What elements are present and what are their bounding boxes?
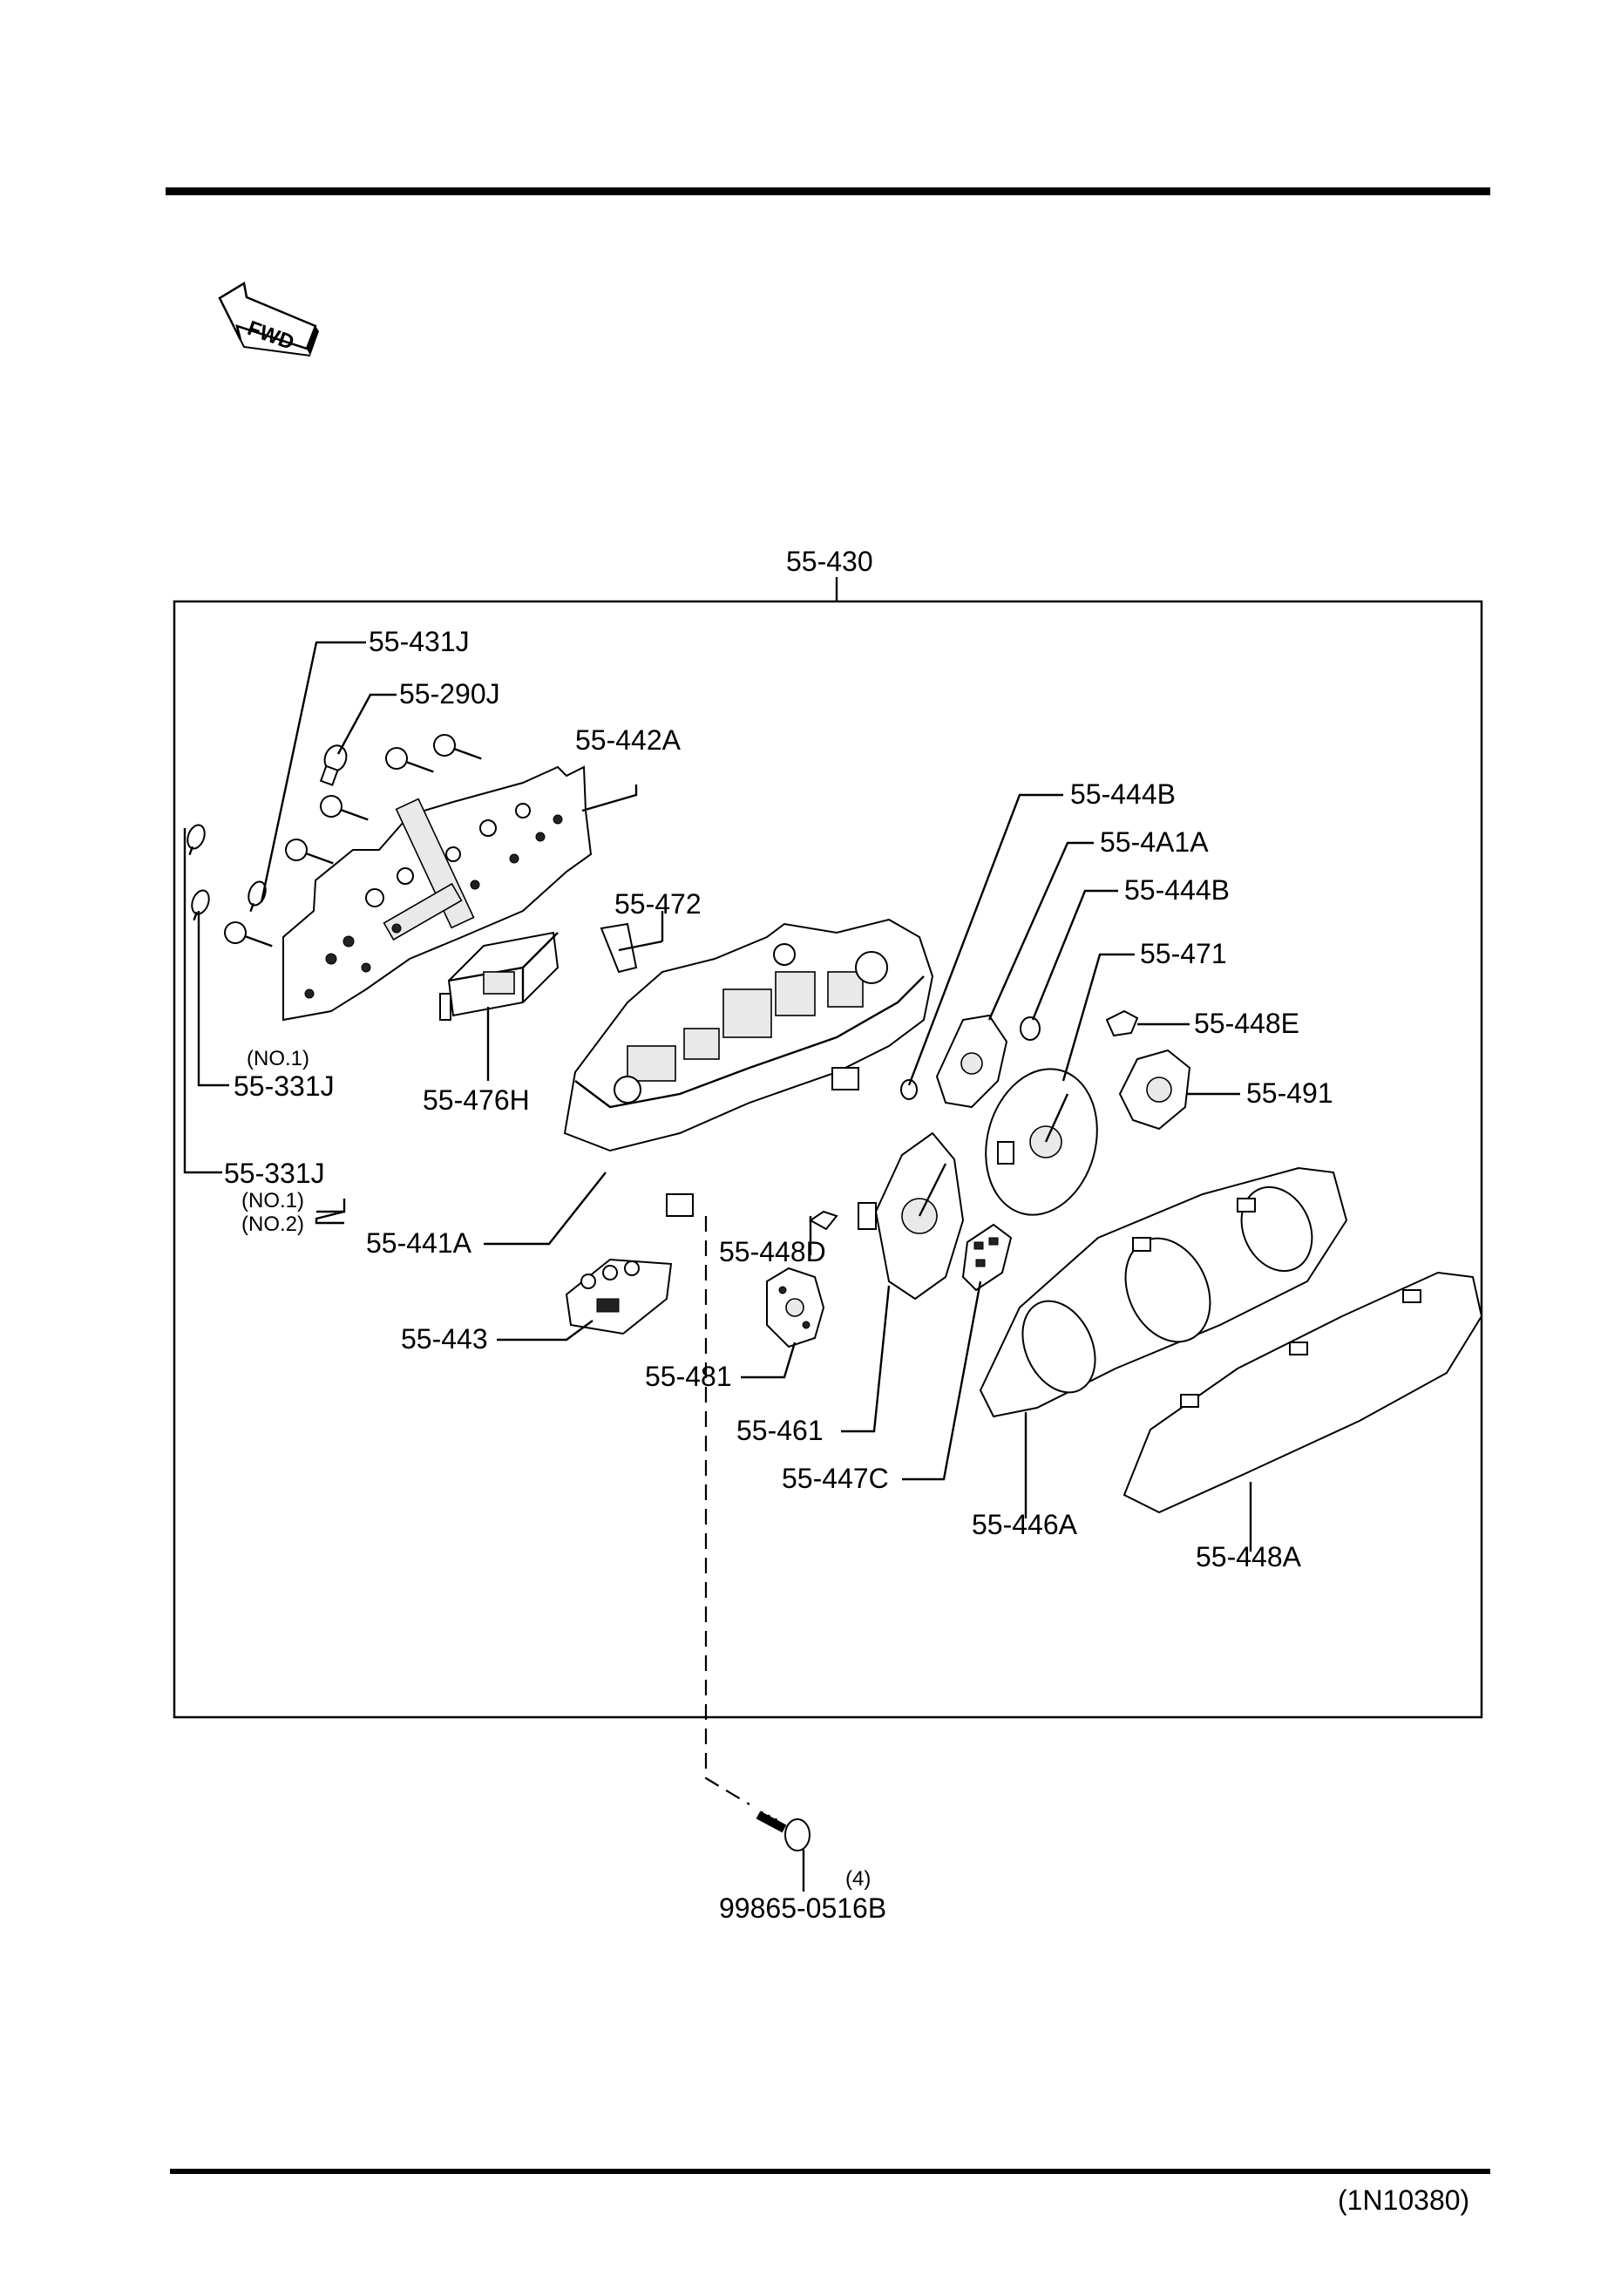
callout-55-476H: 55-476H	[423, 1084, 530, 1116]
callout-55-481: 55-481	[645, 1361, 732, 1392]
callout-55-331J-lower: 55-331J	[224, 1158, 325, 1189]
bolt-dashed-guide	[704, 1216, 750, 1805]
callout-55-431J: 55-431J	[369, 626, 470, 657]
bottom-rule	[170, 2169, 1490, 2174]
callout-55-446A: 55-446A	[972, 1509, 1078, 1540]
callout-55-471: 55-471	[1140, 938, 1227, 969]
callout-55-472: 55-472	[614, 888, 702, 920]
callout-55-461: 55-461	[736, 1415, 824, 1446]
diagram-code: (1N10380)	[1338, 2184, 1469, 2216]
printed-circuit-board-part	[282, 765, 593, 1022]
instrument-case-part	[563, 918, 934, 1217]
callout-55-331J-no1: (NO.1)	[241, 1189, 304, 1213]
front-glass-part	[1122, 1271, 1483, 1514]
tachometer-part	[985, 1068, 1098, 1216]
top-rule	[166, 187, 1490, 195]
gauge-491-part	[1118, 1049, 1191, 1131]
callout-55-331J-upper: 55-331J	[234, 1070, 335, 1102]
gauge-pin-part	[600, 922, 663, 974]
callout-55-444B-upper: 55-444B	[1070, 778, 1176, 810]
cap-448e-part	[1105, 1009, 1139, 1037]
callout-55-331J-no2: (NO.2)	[241, 1213, 304, 1236]
fwd-arrow-icon: FWD	[218, 281, 319, 357]
callout-55-448E: 55-448E	[1194, 1008, 1299, 1039]
assembly-label: 55-430	[786, 546, 873, 577]
speedometer-dial-part	[858, 1131, 965, 1301]
callout-55-443: 55-443	[401, 1323, 488, 1355]
mounting-bolt-part	[756, 1810, 810, 1851]
lens-444b-left-part	[900, 1079, 918, 1100]
callout-55-447C: 55-447C	[782, 1463, 889, 1494]
callout-55-331J-note: (NO.1)	[247, 1047, 309, 1070]
indicator-sheet-part	[961, 1223, 1013, 1292]
callout-99865-0516B: 99865-0516B	[719, 1892, 886, 1924]
callout-55-4A1A: 55-4A1A	[1100, 826, 1209, 858]
gasket-448d-part	[809, 1210, 838, 1231]
callout-55-290J: 55-290J	[399, 678, 500, 710]
callout-55-448D: 55-448D	[719, 1236, 826, 1267]
callout-55-448A: 55-448A	[1196, 1541, 1302, 1573]
gauge-4a1a-part	[935, 1014, 1008, 1109]
callout-55-442A: 55-442A	[575, 724, 682, 756]
callout-55-441A: 55-441A	[366, 1227, 472, 1259]
bolt-quantity: (4)	[845, 1867, 871, 1891]
lamp-board-part	[565, 1258, 673, 1335]
assembly-boundary-box	[173, 600, 1483, 1719]
callout-55-444B-lower: 55-444B	[1124, 874, 1230, 906]
fuel-gauge-part	[766, 1267, 825, 1348]
leader-lines	[183, 641, 1252, 1892]
callout-55-491: 55-491	[1246, 1077, 1333, 1109]
buzzer-module-part	[439, 931, 560, 1021]
meter-hood-part	[979, 1166, 1348, 1418]
screws-and-bulbs-group	[187, 734, 482, 948]
lens-444b-part	[1020, 1016, 1041, 1041]
